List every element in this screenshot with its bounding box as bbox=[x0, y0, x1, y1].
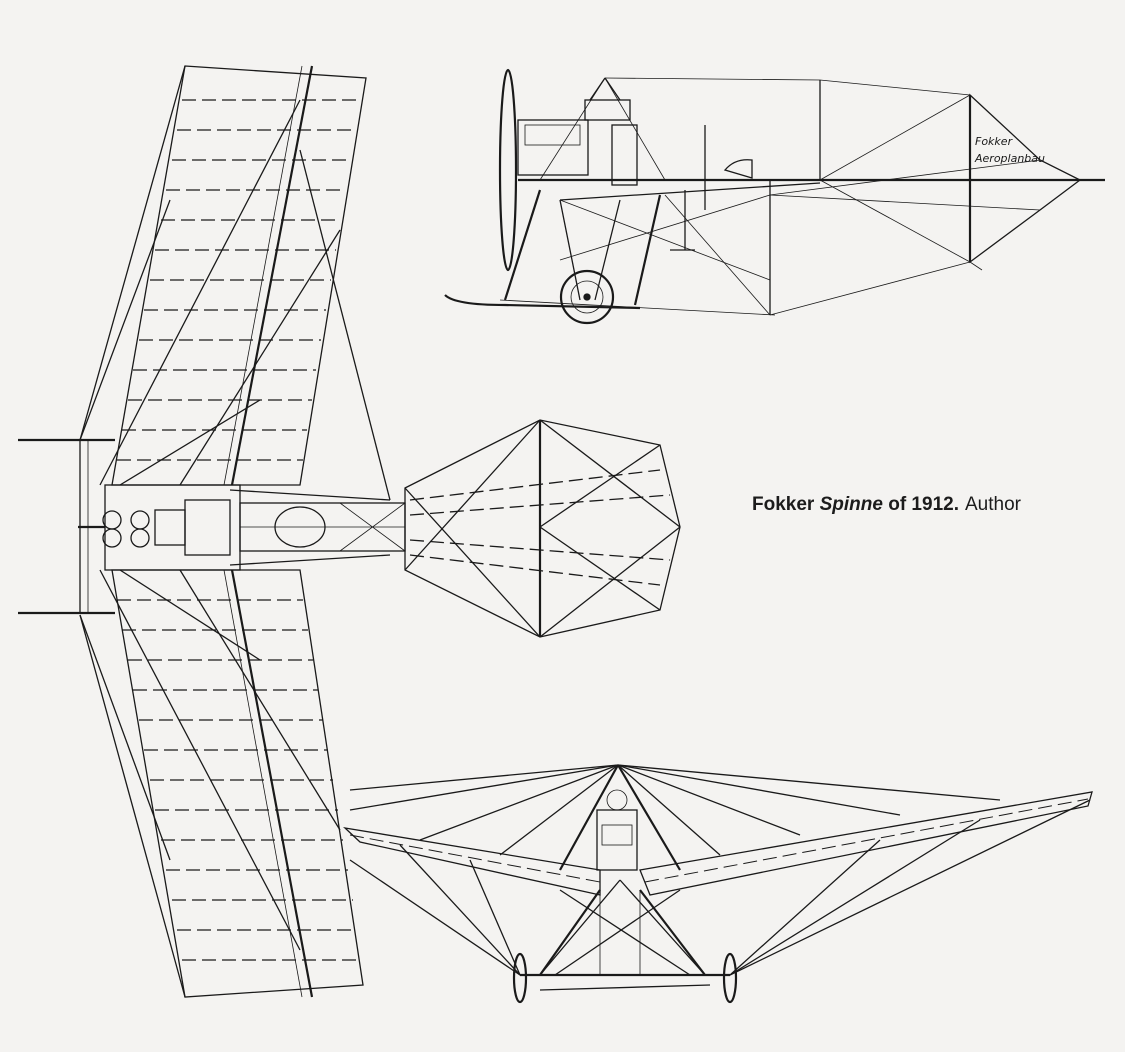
side-engine bbox=[517, 119, 589, 176]
plan-bracing-wires bbox=[79, 65, 391, 998]
caption-aircraft-name: Fokker Spinne of 1912. bbox=[752, 494, 959, 515]
side-skid bbox=[444, 294, 641, 310]
caption-name-prefix: Fokker bbox=[752, 494, 815, 515]
front-lower-wires bbox=[349, 799, 1091, 976]
side-rudder bbox=[969, 93, 1082, 264]
front-view bbox=[342, 764, 1093, 1004]
front-engine bbox=[596, 809, 638, 871]
figure-caption: Fokker Spinne of 1912.Author bbox=[752, 494, 1021, 516]
caption-name-suffix: of 1912. bbox=[888, 494, 959, 515]
front-left-wing bbox=[342, 827, 601, 896]
plan-skids bbox=[18, 438, 115, 615]
plan-lower-ribs bbox=[117, 599, 361, 961]
side-view: Fokker Aeroplanbau bbox=[444, 68, 1105, 325]
plan-engine bbox=[78, 499, 231, 556]
front-top-wires bbox=[349, 764, 1001, 856]
plan-fuel-tank bbox=[274, 506, 326, 548]
plan-cockpit-frame bbox=[104, 484, 241, 571]
front-right-wheel bbox=[722, 952, 738, 1004]
caption-credit: Author bbox=[964, 494, 1021, 515]
side-tail-lettering-1: Fokker bbox=[975, 135, 1014, 148]
front-left-wheel bbox=[512, 952, 528, 1004]
plan-upper-wing bbox=[111, 65, 367, 486]
plan-view bbox=[18, 65, 681, 998]
caption-name-italic: Spinne bbox=[819, 494, 883, 515]
plan-lower-wing bbox=[111, 569, 364, 998]
front-right-wing bbox=[639, 791, 1093, 896]
side-wheel bbox=[559, 269, 615, 325]
plan-tailplane bbox=[404, 419, 681, 638]
side-tail-lettering-2: Aeroplanbau bbox=[974, 152, 1045, 165]
side-propeller bbox=[498, 68, 518, 272]
